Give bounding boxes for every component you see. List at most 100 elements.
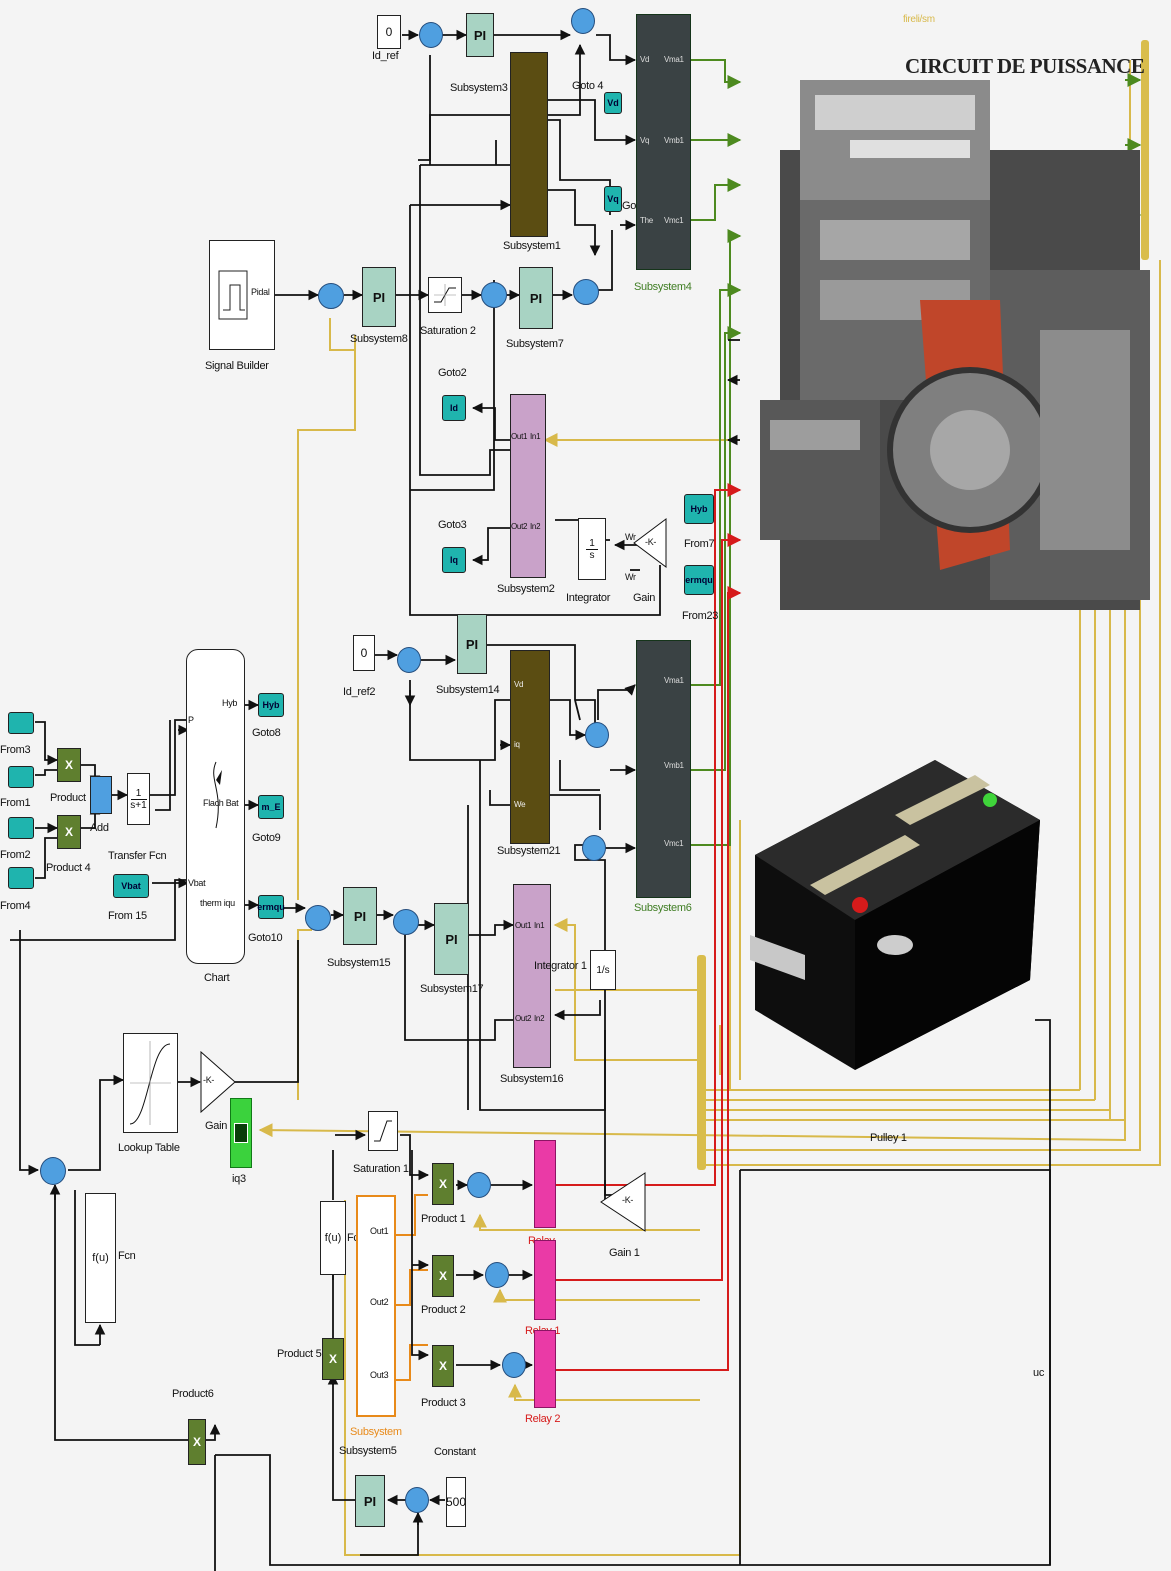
goto8-block[interactable]: Hyb: [258, 693, 284, 717]
sum-block[interactable]: [582, 835, 606, 861]
goto1-block[interactable]: Vq: [604, 186, 622, 212]
from7-block[interactable]: Hyb: [684, 494, 714, 524]
integrator1-block[interactable]: 1/s: [590, 950, 616, 990]
top-tag: fireli/sm: [903, 14, 935, 25]
sum-block[interactable]: [502, 1352, 526, 1378]
subsystem1-label: Subsystem1: [503, 240, 561, 252]
sum-block[interactable]: [318, 283, 344, 309]
subsystem16-port-in2: In2: [534, 1014, 544, 1023]
product5-label: Product 5: [277, 1348, 321, 1360]
product3-block[interactable]: X: [432, 1345, 454, 1387]
fcn1-block[interactable]: f(u): [320, 1201, 346, 1275]
iq3-scope-block[interactable]: [230, 1098, 252, 1168]
id-ref2-constant[interactable]: 0: [353, 635, 375, 671]
id-ref2-label: Id_ref2: [343, 686, 375, 698]
from1-block[interactable]: [8, 766, 34, 788]
subsystem-orange-label: Subsystem: [350, 1426, 402, 1438]
sum-block[interactable]: [40, 1157, 66, 1185]
product4-block[interactable]: X: [57, 815, 81, 849]
subsystem2-port-in1: In1: [530, 432, 540, 441]
signal-builder-port: Pidal: [251, 287, 270, 297]
subsystem4-port-vmc1: Vmc1: [664, 216, 683, 225]
subsystem2-block[interactable]: [510, 394, 546, 578]
subsystem4-port-vma1: Vma1: [664, 55, 684, 64]
pi-block[interactable]: PI: [519, 267, 553, 329]
subsystem4-port-vq: Vq: [640, 136, 649, 145]
goto9-label: Goto9: [252, 832, 280, 844]
sum-block[interactable]: [305, 905, 331, 931]
subsystem17-label: Subsystem17: [420, 983, 483, 995]
product-block[interactable]: X: [57, 748, 81, 782]
pi-block[interactable]: PI: [457, 614, 487, 674]
chart-port-ermqu: therm iqu: [200, 898, 235, 908]
pi-block[interactable]: PI: [434, 903, 469, 975]
sum-block[interactable]: [571, 8, 595, 34]
pi-block[interactable]: PI: [343, 887, 377, 945]
relay-block[interactable]: [534, 1140, 556, 1228]
product5-block[interactable]: X: [322, 1338, 344, 1380]
sum-block[interactable]: [467, 1172, 491, 1198]
subsystem16-label: Subsystem16: [500, 1073, 563, 1085]
chart-label: Chart: [204, 972, 229, 984]
subsystem1-block[interactable]: [510, 52, 548, 237]
uc-label: uc: [1033, 1367, 1044, 1379]
saturation-icon: [432, 282, 458, 308]
goto9-block[interactable]: m_E: [258, 795, 284, 819]
saturation1-block[interactable]: [368, 1111, 398, 1151]
pi-block[interactable]: PI: [355, 1475, 385, 1527]
saturation2-block[interactable]: [428, 277, 462, 313]
subsystem2-port-out2: Out2: [511, 522, 527, 531]
transfer-fcn-block[interactable]: 1 s+1: [127, 773, 150, 825]
lookup-table-block[interactable]: [123, 1033, 178, 1133]
from23-block[interactable]: ermqu: [684, 565, 714, 595]
goto3-block[interactable]: Iq: [442, 547, 466, 573]
signal-builder-icon: [218, 270, 248, 320]
subsystem16-block[interactable]: [513, 884, 551, 1068]
from15-block[interactable]: Vbat: [113, 874, 149, 898]
pi-block[interactable]: PI: [362, 267, 396, 327]
goto4-block[interactable]: Vd: [604, 92, 622, 114]
saturation1-label: Saturation 1: [353, 1163, 409, 1175]
sum-block[interactable]: [393, 909, 419, 935]
goto2-block[interactable]: Id: [442, 395, 466, 421]
relay1-block[interactable]: [534, 1240, 556, 1320]
from4-block[interactable]: [8, 867, 34, 889]
subsystem4-port-the: The: [640, 216, 653, 225]
product6-block[interactable]: X: [188, 1419, 206, 1465]
sum-block[interactable]: [485, 1262, 509, 1288]
subsystem15-label: Subsystem15: [327, 957, 390, 969]
signal-builder-label: Signal Builder: [205, 360, 269, 372]
engine-illustration: [740, 70, 1160, 630]
battery-illustration: [745, 740, 1045, 1070]
relay2-block[interactable]: [534, 1330, 556, 1408]
fcn-block[interactable]: f(u): [85, 1193, 116, 1323]
pi-block[interactable]: PI: [466, 13, 494, 57]
sum-block[interactable]: [397, 647, 421, 673]
subsystem14-label: Subsystem14: [436, 684, 499, 696]
constant-block[interactable]: 500: [446, 1477, 466, 1527]
product1-block[interactable]: X: [432, 1163, 454, 1205]
product2-block[interactable]: X: [432, 1255, 454, 1297]
goto10-label: Goto10: [248, 932, 282, 944]
scope-screen-icon: [234, 1123, 248, 1143]
sum-block[interactable]: [481, 282, 507, 308]
sum-block[interactable]: [419, 22, 443, 48]
sum-block[interactable]: [573, 279, 599, 305]
add-block[interactable]: [90, 776, 112, 814]
sum-block[interactable]: [405, 1487, 429, 1513]
pulley-label: Pulley 1: [870, 1132, 907, 1144]
subsystem3-label: Subsystem3: [450, 82, 508, 94]
id-ref-constant[interactable]: 0: [377, 15, 401, 49]
from4-label: From4: [0, 900, 30, 912]
from3-block[interactable]: [8, 712, 34, 734]
goto2-label: Goto2: [438, 367, 466, 379]
goto10-block[interactable]: ermqu: [258, 895, 284, 919]
sum-block[interactable]: [585, 722, 609, 748]
product-label: Product: [50, 792, 86, 804]
from2-block[interactable]: [8, 817, 34, 839]
subsystem21-port-vd: Vd: [514, 680, 523, 689]
saturation-icon: [372, 1115, 394, 1147]
subsystem-orange-out2: Out2: [370, 1297, 388, 1307]
